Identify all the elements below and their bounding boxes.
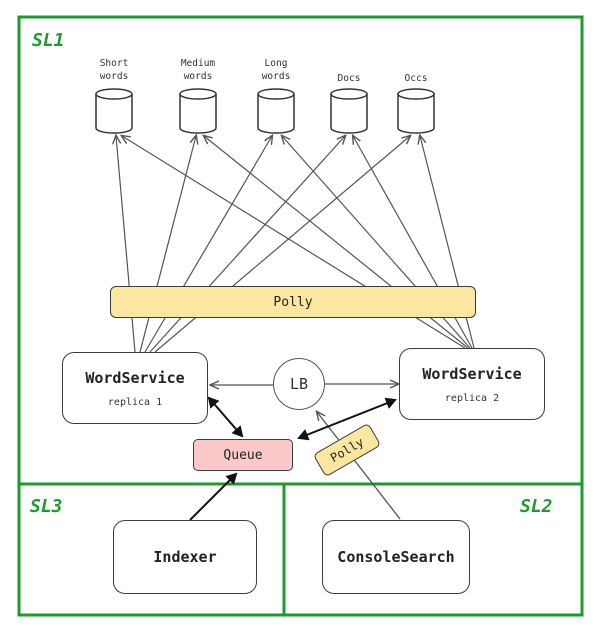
db-docs-icon <box>330 88 368 134</box>
arrows-replica1-to-dbs <box>116 136 410 353</box>
polly-bar-label: Polly <box>273 294 313 310</box>
db-short-words-label: Short words <box>99 58 129 82</box>
arrow-indexer-to-queue <box>189 472 238 521</box>
wordservice-replica-1-name: WordService <box>85 368 185 387</box>
db-short-words-icon <box>95 88 133 134</box>
console-search[interactable]: ConsoleSearch <box>322 520 470 594</box>
wordservice-replica-2-replica: replica 2 <box>444 392 500 404</box>
polly-bar[interactable]: Polly <box>110 286 476 318</box>
region-sl2-label: SL2 <box>520 496 553 517</box>
region-sl2-border <box>282 482 584 617</box>
db-medium-words-icon <box>179 88 217 134</box>
load-balancer[interactable]: LB <box>273 358 325 410</box>
db-medium-words-label: Medium words <box>180 58 216 82</box>
wordservice-replica-1-replica: replica 1 <box>107 396 163 408</box>
wordservice-replica-2-name: WordService <box>422 364 522 383</box>
console-search-label: ConsoleSearch <box>337 548 455 566</box>
wordservice-replica-1[interactable]: WordService replica 1 <box>62 352 208 424</box>
db-long-words-label: Long words <box>261 58 291 82</box>
wordservice-replica-2[interactable]: WordService replica 2 <box>399 348 545 420</box>
arrow-queue-replica1 <box>207 396 244 438</box>
indexer[interactable]: Indexer <box>113 520 257 594</box>
arrow-queue-replica2 <box>297 397 397 441</box>
load-balancer-label: LB <box>289 375 309 393</box>
db-long-words-icon <box>257 88 295 134</box>
region-sl3-label: SL3 <box>30 496 63 517</box>
indexer-label: Indexer <box>153 548 217 566</box>
db-occs-icon <box>397 88 435 134</box>
db-docs-label: Docs <box>337 73 361 84</box>
region-sl1-label: SL1 <box>32 30 65 51</box>
queue-label: Queue <box>223 447 263 463</box>
queue[interactable]: Queue <box>193 439 293 471</box>
db-occs-label: Occs <box>404 73 428 84</box>
